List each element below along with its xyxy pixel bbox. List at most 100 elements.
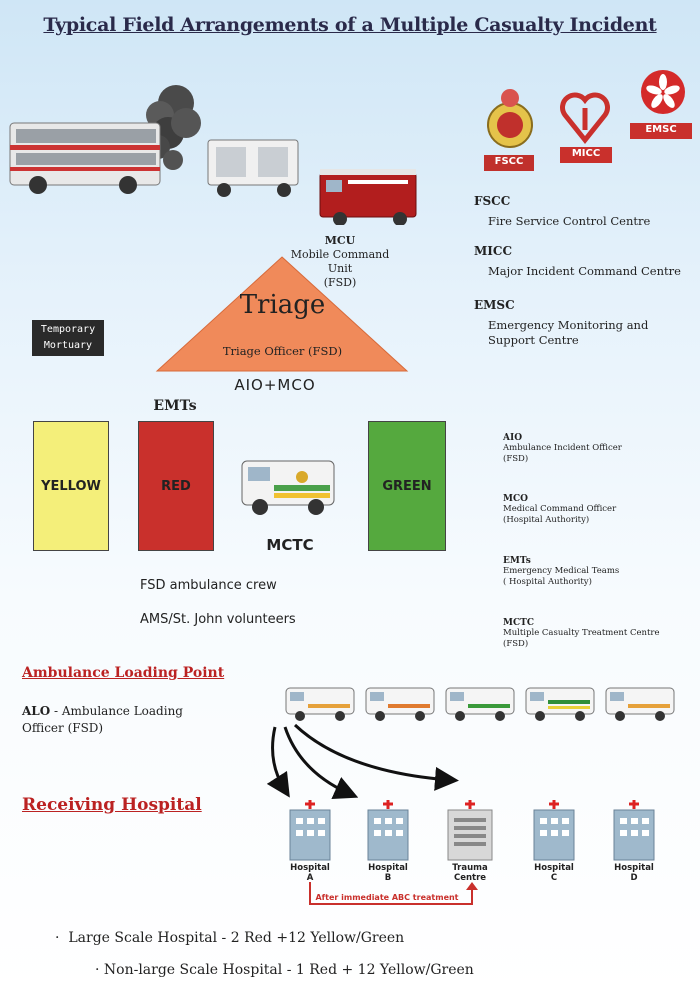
mcu-line2: (FSD) <box>323 276 357 289</box>
arrow-to-hospital-b <box>283 726 359 799</box>
mcu-label: MCU Mobile Command Unit (FSD) <box>290 234 390 290</box>
bullet-large-label: Large Scale Hospital <box>68 930 218 946</box>
abc-transfer-arrow <box>309 882 478 905</box>
mctc-vehicle-icon <box>241 460 335 515</box>
legend-emts-line2: ( Hospital Authority) <box>503 577 592 587</box>
legend-mco: MCO Medical Command Officer (Hospital Au… <box>503 494 693 526</box>
legend-mctc: MCTC Multiple Casualty Treatment Centre … <box>503 618 698 650</box>
triage-triangle <box>155 256 409 372</box>
bullet-non-large-label: Non-large Scale Hospital <box>103 962 283 978</box>
mortuary-line2: Mortuary <box>43 340 93 351</box>
legend-aio-abbr: AIO <box>503 433 523 443</box>
incident-scene <box>9 85 417 225</box>
hospital-b-label: Hospital B <box>358 863 418 883</box>
legend-micc-abbr: MICC <box>474 244 512 258</box>
hospital-c-line1: Hospital <box>534 863 574 873</box>
hospital-d-line1: Hospital <box>614 863 654 873</box>
fire-services-badge-icon <box>484 89 534 171</box>
hospital-authority-heart-icon <box>560 92 612 163</box>
loading-point-heading: Ambulance Loading Point <box>22 665 225 681</box>
legend-mctc-abbr: MCTC <box>503 618 534 628</box>
ambulance-icon <box>365 687 435 721</box>
legend-mctc-line1: Multiple Casualty Treatment Centre <box>503 628 660 638</box>
mcu-abbr: MCU <box>324 234 356 247</box>
arrow-to-trauma-centre <box>293 723 459 791</box>
legend-emts: EMTs Emergency Medical Teams ( Hospital … <box>503 556 693 588</box>
bullet-non-large-value: 1 Red + 12 Yellow/Green <box>295 962 474 978</box>
legend-fscc-full: Fire Service Control Centre <box>488 214 651 228</box>
fire-truck-icon <box>319 169 417 225</box>
dispatch-arrows <box>266 723 459 799</box>
hospital-a-line2: A <box>306 873 314 883</box>
bullet-dot-icon: · <box>95 962 104 978</box>
bus-icon <box>9 122 161 194</box>
triage-officer: Triage Officer (FSD) <box>222 344 343 358</box>
emsc-logo-label: EMSC <box>645 124 677 135</box>
receiving-hospital-heading: Receiving Hospital <box>22 795 202 815</box>
legend-aio: AIO Ambulance Incident Officer (FSD) <box>503 433 693 465</box>
crew-line2: AMS/St. John volunteers <box>140 612 296 627</box>
legend-emsc-abbr: EMSC <box>474 298 515 312</box>
ambulance-icon <box>525 687 595 721</box>
hospital-icons <box>289 800 655 861</box>
hospital-b-icon <box>367 800 409 861</box>
green-zone: GREEN <box>368 421 446 551</box>
bullet-large-scale: · Large Scale Hospital - 2 Red +12 Yello… <box>55 930 405 946</box>
legend-micc-full: Major Incident Command Centre <box>488 264 681 278</box>
legend-aio-line2: (FSD) <box>503 454 529 464</box>
hospital-d-label: Hospital D <box>604 863 664 883</box>
trauma-centre-line1: Trauma <box>452 863 488 873</box>
bullet-dot-icon: · <box>55 930 69 946</box>
red-zone: RED <box>138 421 214 551</box>
mctc-label: MCTC <box>266 536 314 554</box>
alo-text2: Officer (FSD) <box>22 721 104 735</box>
abc-note: After immediate ABC treatment <box>315 893 459 902</box>
ambulance-icon <box>285 687 355 721</box>
fscc-logo-label: FSCC <box>494 156 524 167</box>
alo-description: ALO - Ambulance Loading Officer (FSD) <box>22 703 183 737</box>
ambulance-icon <box>445 687 515 721</box>
hospital-d-line2: D <box>630 873 638 883</box>
hospital-a-label: Hospital A <box>280 863 340 883</box>
hospital-c-icon <box>533 800 575 861</box>
legend-mco-line2: (Hospital Authority) <box>503 515 590 525</box>
mcu-line1: Mobile Command Unit <box>290 248 390 275</box>
legend-fscc-abbr: FSCC <box>474 194 511 208</box>
ambulance-icon <box>605 687 675 721</box>
legend-emts-abbr: EMTs <box>503 556 531 566</box>
hospital-b-line2: B <box>384 873 392 883</box>
bauhinia-flag-icon <box>630 70 692 139</box>
legend-mco-line1: Medical Command Officer <box>503 504 617 514</box>
hospital-c-line2: C <box>550 873 558 883</box>
overturned-vehicle-icon <box>207 139 299 197</box>
emts-label: EMTs <box>153 398 197 414</box>
legend-mco-abbr: MCO <box>503 494 528 504</box>
agency-logos <box>484 70 692 171</box>
aio-mco-label: AIO+MCO <box>234 376 316 394</box>
arrow-to-hospital-a <box>266 726 290 798</box>
crew-line1: FSD ambulance crew <box>140 578 277 593</box>
legend-aio-line1: Ambulance Incident Officer <box>503 443 622 453</box>
triage-title: Triage <box>239 290 326 320</box>
legend-mctc-line2: (FSD) <box>503 639 529 649</box>
trauma-centre-icon <box>447 800 493 861</box>
legend-emsc-full: Emergency Monitoring and Support Centre <box>488 318 649 347</box>
legend-emts-line1: Emergency Medical Teams <box>503 566 620 576</box>
mortuary-line1: Temporary <box>40 324 96 335</box>
temporary-mortuary: Temporary Mortuary <box>32 320 104 356</box>
hospital-a-icon <box>289 800 331 861</box>
hospital-c-label: Hospital C <box>524 863 584 883</box>
hospital-d-icon <box>613 800 655 861</box>
hospital-b-line1: Hospital <box>368 863 408 873</box>
bullet-large-value: 2 Red +12 Yellow/Green <box>230 930 405 946</box>
alo-text1: - Ambulance Loading <box>50 704 183 718</box>
page-title: Typical Field Arrangements of a Multiple… <box>43 14 657 36</box>
bullet-non-large-scale: · Non-large Scale Hospital - 1 Red + 12 … <box>95 962 474 978</box>
yellow-zone: YELLOW <box>33 421 109 551</box>
alo-abbr: ALO <box>22 704 51 718</box>
hospital-a-line1: Hospital <box>290 863 330 873</box>
ambulance-row <box>285 687 675 721</box>
trauma-centre-line2: Centre <box>453 873 487 883</box>
micc-logo-label: MICC <box>571 148 601 159</box>
